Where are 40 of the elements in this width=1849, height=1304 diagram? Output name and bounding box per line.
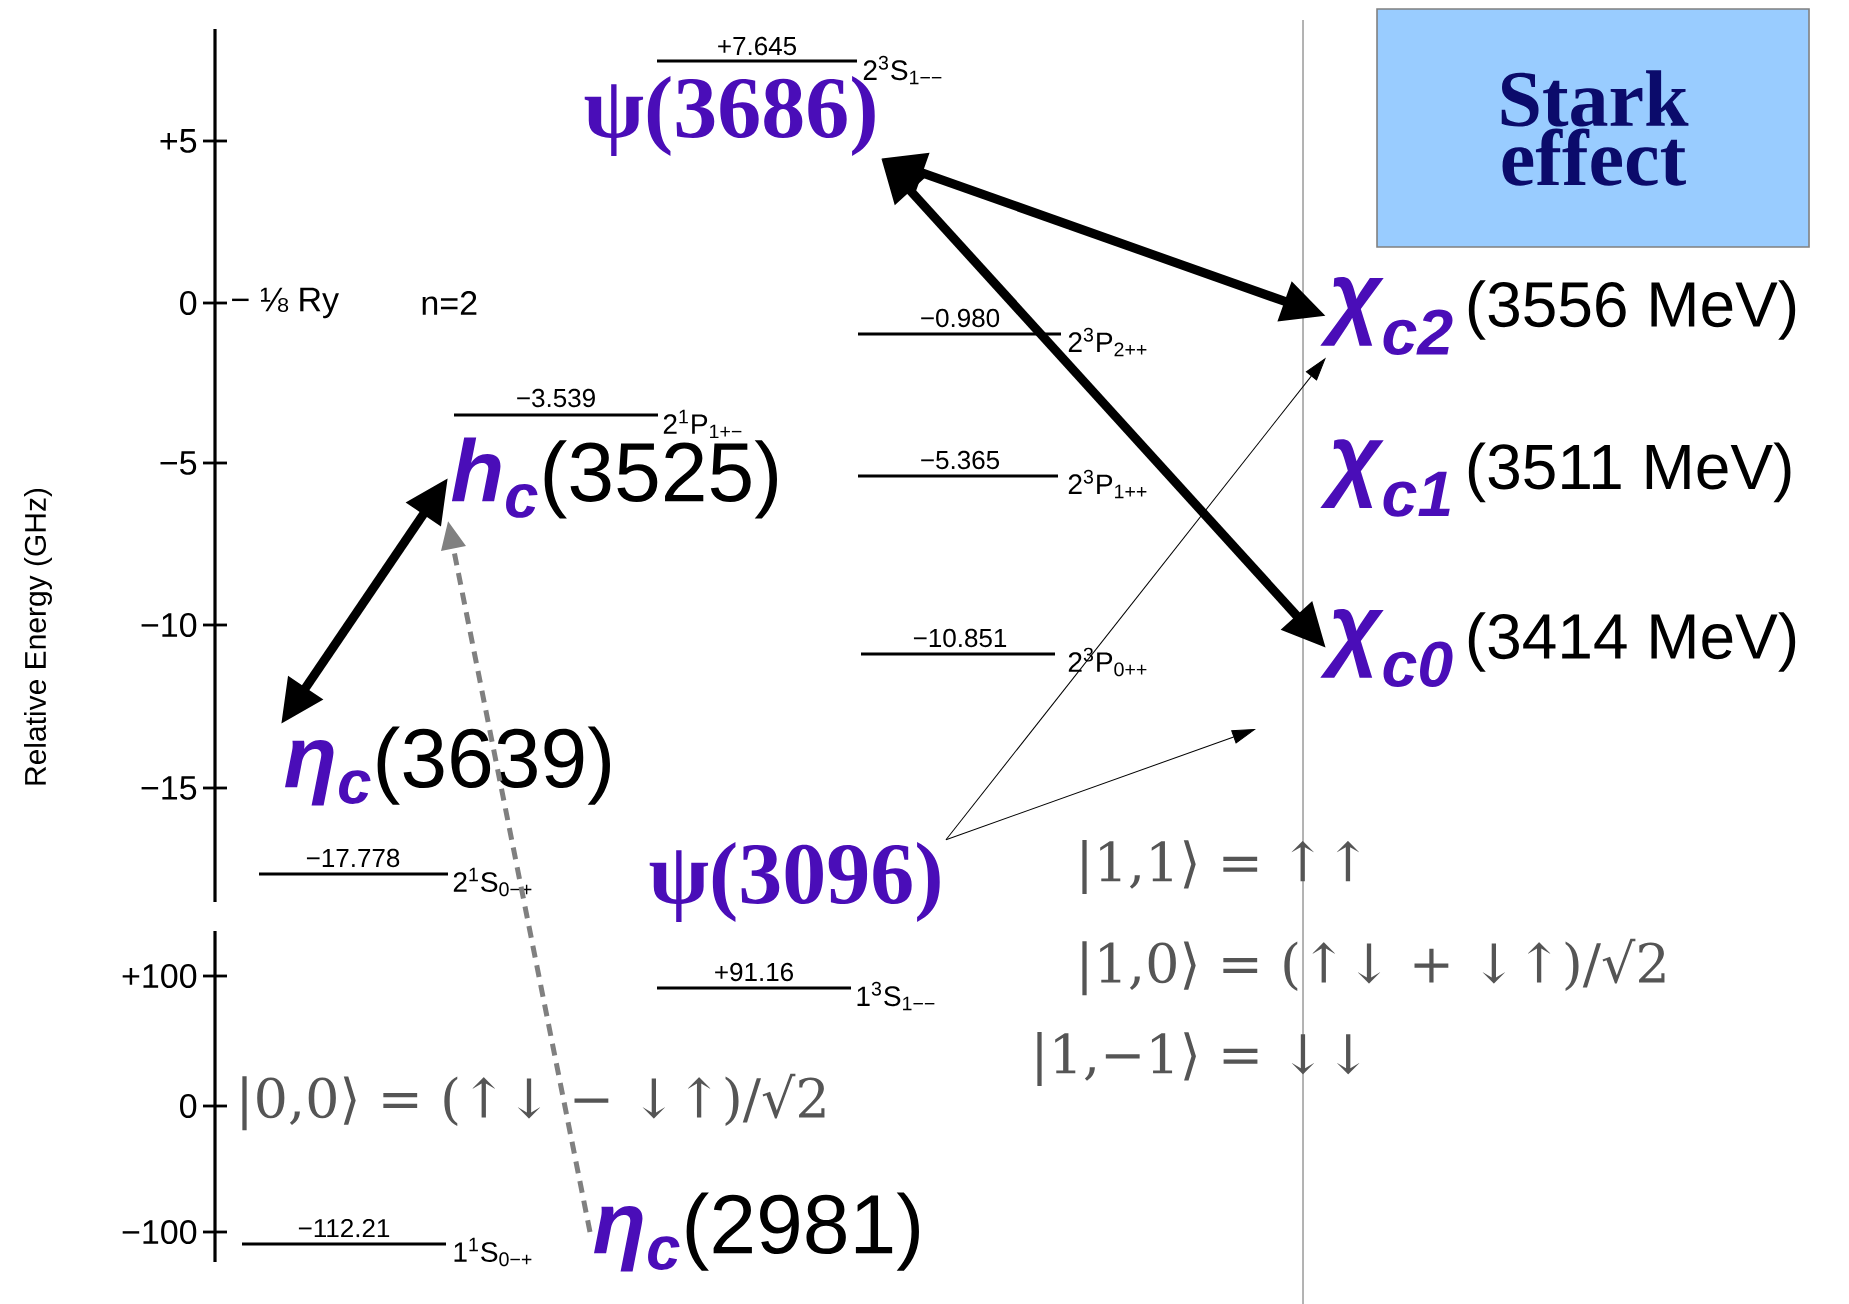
level-value: −0.980: [921, 308, 1000, 328]
particle-label: χ$_{c0}$ (3414 MeV): [1320, 608, 1796, 687]
level-value: −5.365: [921, 450, 1000, 470]
tick-label: +100: [122, 963, 197, 989]
term-symbol: 2$^{3}$P$_{0++}$: [1068, 647, 1147, 677]
tick-label: −15: [141, 776, 197, 800]
level-value: −3.539: [517, 388, 595, 408]
particle-label: χ$_{c2}$ (3556 MeV): [1320, 276, 1796, 355]
tick-label: 0: [180, 290, 197, 316]
axis-title: Relative Energy (GHz): [24, 488, 52, 785]
tick-label: +5: [160, 129, 197, 153]
particle-label: χ$_{c1}$ (3511 MeV): [1320, 439, 1791, 517]
particle-label: ψ(3096): [649, 842, 940, 922]
arrow: [945, 729, 1255, 841]
term-symbol: 1$^{3}$S$_{1−−}$: [857, 981, 935, 1011]
term-symbol: 2$^{1}$S$_{0−+}$: [453, 867, 532, 897]
tick-label: n=2: [422, 291, 477, 315]
state-formula: |1,0⟩ = (↑↓ + ↓↑)/√2: [1082, 938, 1665, 996]
term-symbol: 2$^{3}$P$_{2++}$: [1068, 327, 1147, 357]
particle-label: η$_{c}$(3639): [285, 726, 610, 806]
tick-label: −100: [122, 1219, 197, 1245]
level-value: −17.778: [306, 848, 400, 868]
term-symbol: 2$^{3}$P$_{1++}$: [1068, 469, 1147, 499]
term-symbol: 1$^{1}$S$_{0−+}$: [454, 1237, 532, 1267]
level-value: +7.645: [718, 36, 797, 56]
state-formula: |1,1⟩ = ↑↑: [1082, 840, 1359, 894]
tick-label: −10: [141, 612, 197, 638]
level-value: −112.21: [298, 1218, 390, 1238]
particle-label: η$_{c}$(2981): [594, 1192, 919, 1272]
arrow: [945, 358, 1326, 841]
tick-label: 0: [180, 1093, 197, 1119]
term-symbol: 2$^{1}$P$_{1+−}$: [663, 409, 742, 439]
particle-label: h$_{c}$(3525): [451, 437, 777, 519]
state-formula: |1,−1⟩ = ↓↓: [1037, 1032, 1360, 1086]
level-value: +91.16: [715, 962, 793, 982]
tick-label: − ⅛ Ry: [232, 287, 339, 319]
label-box: Stark effect: [1376, 8, 1810, 248]
tick-label: −5: [160, 451, 197, 475]
state-formula: |0,0⟩ = (↑↓ − ↓↑)/√2: [242, 1073, 825, 1131]
level-value: −10.851: [913, 628, 1007, 648]
